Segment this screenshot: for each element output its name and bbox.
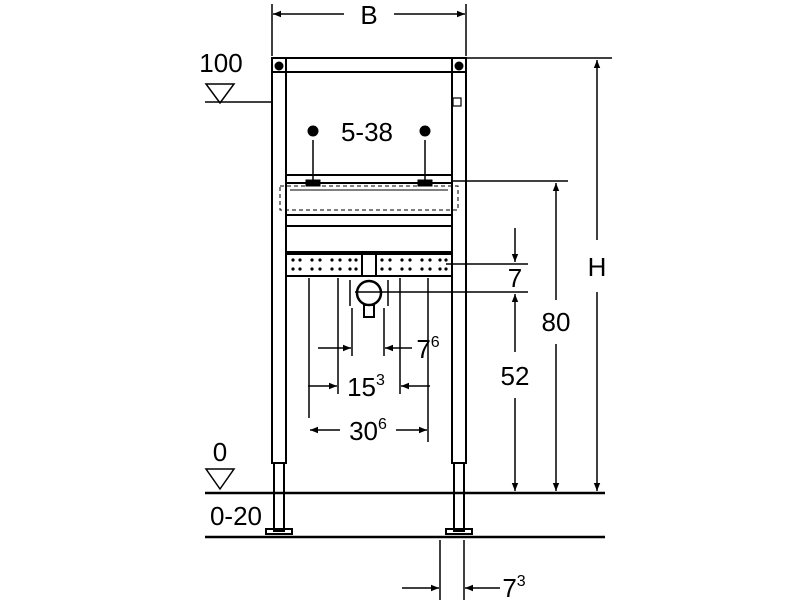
dim-7-label: 7: [508, 263, 522, 293]
dim-15-3-label: 153: [347, 372, 385, 402]
drain-outlet: [363, 304, 375, 318]
floor-range-label: 0-20: [210, 501, 262, 531]
dim-width-b: [271, 4, 467, 56]
height-label: H: [588, 252, 607, 282]
dim-80-label: 80: [542, 307, 571, 337]
perforated-rail-body: [285, 253, 453, 277]
bracket-spacing-label: 5-38: [341, 117, 393, 147]
dim-7-3-label: 73: [502, 573, 525, 600]
dim-7-6-label: 76: [416, 334, 439, 364]
floor-level-label: 0: [213, 437, 227, 467]
drain-fitting: [349, 251, 389, 318]
perforated-rail: [285, 253, 453, 277]
left-foot-plate: [265, 528, 293, 535]
top-left-screw-icon: [274, 61, 284, 71]
level-marker-floor: [204, 468, 236, 491]
label-tag: [452, 97, 462, 107]
level-marker-top: [204, 83, 272, 105]
dim-80: [452, 180, 568, 491]
dim-7-3: [402, 540, 500, 600]
perforation-extension-lines: [308, 278, 429, 442]
width-label: B: [360, 0, 377, 30]
dim-30-6-label: 306: [349, 416, 387, 446]
adjustment-range-dashed: [279, 185, 459, 211]
lower-crossbar: [285, 225, 453, 253]
dim-height-h: [466, 57, 612, 491]
top-level-label: 100: [199, 48, 242, 78]
dim-52-label: 52: [501, 361, 530, 391]
dim-7: [355, 228, 528, 293]
left-upright: [271, 57, 287, 464]
mounting-rail-body: [285, 182, 453, 216]
top-rail: [271, 57, 467, 107]
right-upright: [451, 57, 467, 464]
left-foot: [273, 462, 285, 532]
top-right-screw-icon: [454, 61, 464, 71]
right-stud-icon: [419, 125, 431, 137]
drain-pipe-icon: [355, 279, 383, 307]
drain-stem: [361, 251, 377, 277]
left-stud-icon: [307, 125, 319, 137]
perforation-holes: [291, 258, 448, 271]
top-rail-bar: [271, 57, 467, 73]
floor-lines: [205, 491, 605, 539]
right-foot: [453, 462, 465, 532]
right-foot-plate: [445, 528, 473, 535]
mounting-rail: [279, 174, 459, 216]
dimension-labels: B H 100 0 0-20 5-38 80 52 7 76 153 306 7…: [199, 0, 607, 603]
